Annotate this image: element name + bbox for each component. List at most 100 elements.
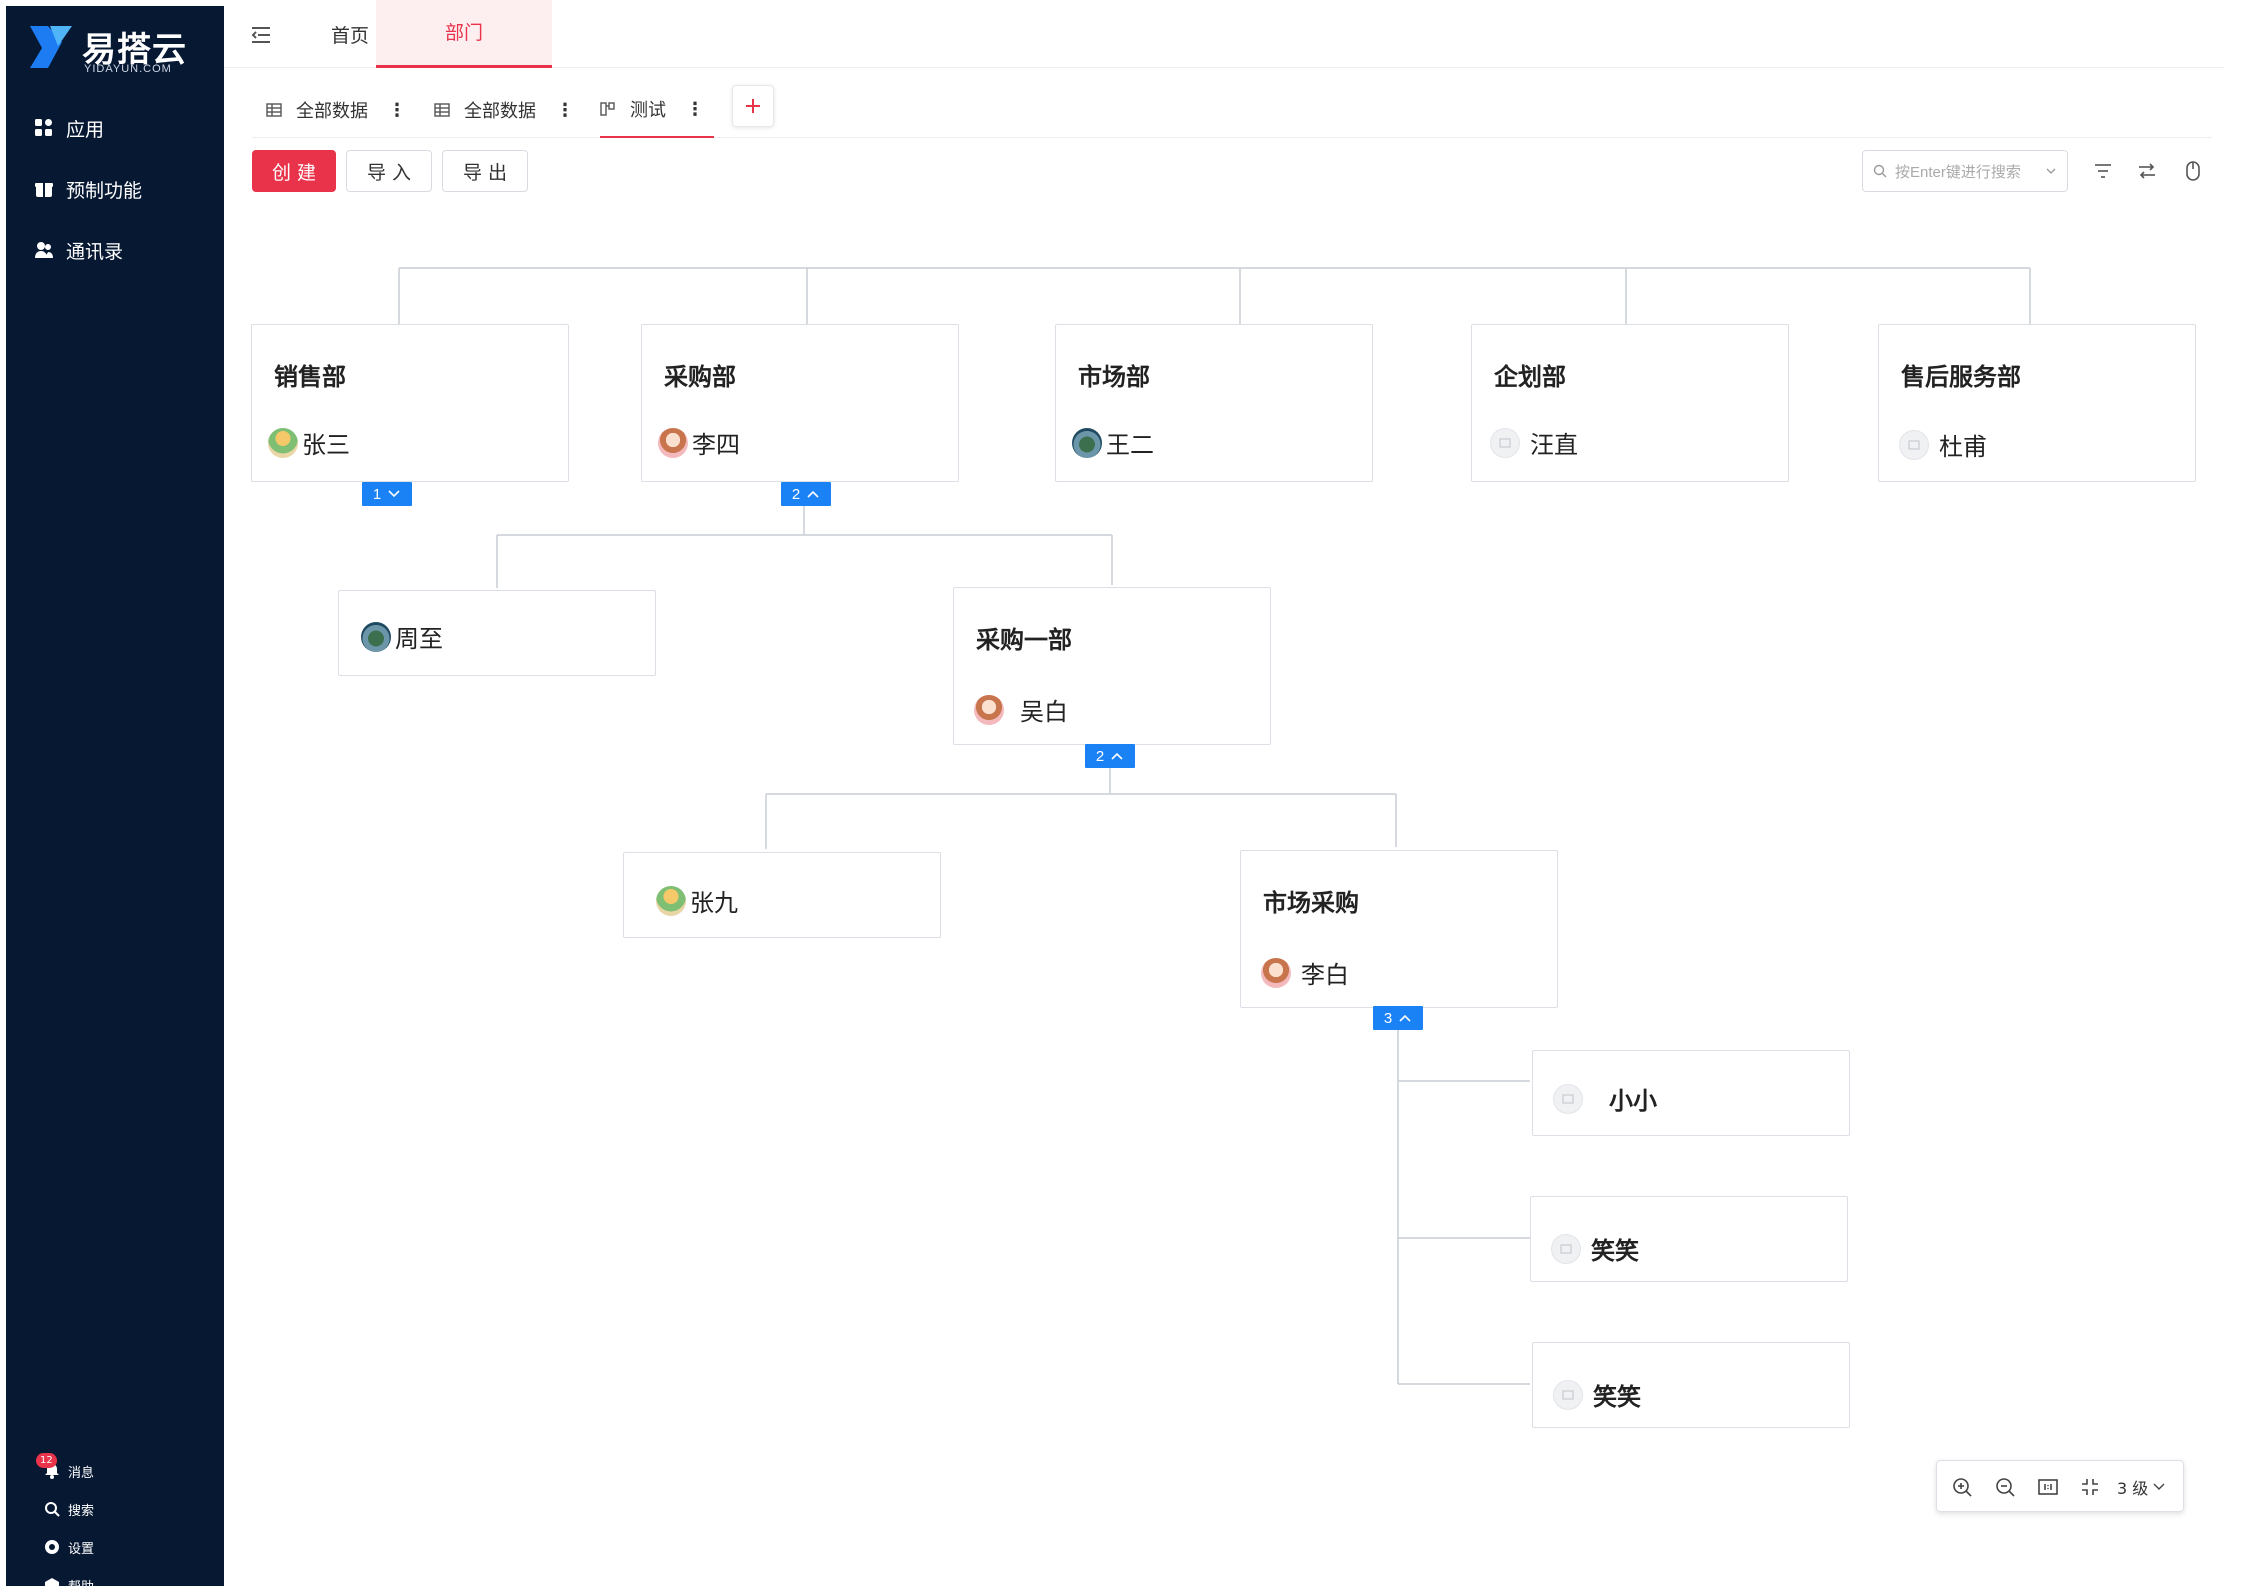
sidebar-item-label: 应用 [66, 118, 105, 141]
org-node-planning[interactable]: 企划部 汪直 [1471, 324, 1789, 482]
avatar [268, 427, 298, 458]
search-placeholder: 按Enter键进行搜索 [1895, 163, 2021, 181]
zoom-out-icon[interactable] [1994, 1476, 2016, 1498]
department-name: 市场采购 [1263, 889, 1359, 917]
chevron-down-icon [388, 490, 400, 498]
more-icon[interactable]: ⋮ [686, 98, 704, 120]
department-leader: 吴白 [974, 692, 1068, 727]
export-button[interactable]: 导 出 [442, 150, 528, 192]
department-leader: 张三 [268, 425, 350, 460]
gear-icon [45, 1540, 59, 1554]
mouse-icon[interactable] [2182, 160, 2204, 182]
sidebar-bottom-label: 设置 [68, 1541, 95, 1557]
avatar-placeholder-icon [1553, 1083, 1583, 1114]
table-icon [266, 103, 282, 117]
org-node-purchase-1[interactable]: 采购一部 吴白 [953, 587, 1271, 745]
org-node-market-purchase[interactable]: 市场采购 李白 [1240, 850, 1558, 1008]
member-name: 张九 [690, 889, 738, 917]
zoom-controls: 3 级 [1936, 1460, 2184, 1512]
level-label: 3 级 [2117, 1479, 2149, 1498]
view-tab-test[interactable]: 测试 ⋮ [600, 82, 714, 138]
avatar [658, 427, 688, 458]
sidebar-bottom-label: 帮助 [68, 1579, 95, 1588]
zoom-in-icon[interactable] [1951, 1476, 1973, 1498]
logo[interactable]: 易搭云 YIDAYUN.COM [28, 22, 208, 82]
department-name: 采购部 [664, 363, 736, 391]
logo-subtext: YIDAYUN.COM [84, 63, 172, 75]
sidebar-item-messages[interactable]: 12 消息 [36, 1453, 95, 1484]
org-node-sales[interactable]: 销售部 张三 [251, 324, 569, 482]
department-name: 销售部 [274, 363, 346, 391]
grid-icon [35, 119, 52, 136]
actual-size-icon[interactable] [2037, 1476, 2059, 1498]
view-tab-all-data-1[interactable]: 全部数据 ⋮ [266, 82, 406, 138]
org-node-member-zhouzhi[interactable]: 周至 [338, 590, 656, 676]
collapse-toggle-market-purchase[interactable]: 3 [1373, 1006, 1423, 1030]
avatar-placeholder-icon [1490, 427, 1520, 458]
import-button[interactable]: 导 入 [346, 150, 432, 192]
department-name: 售后服务部 [1901, 363, 2021, 391]
view-tab-label: 全部数据 [296, 101, 368, 122]
more-icon[interactable]: ⋮ [556, 99, 574, 121]
org-node-member-xiaoxiao-2[interactable]: 笑笑 [1530, 1196, 1848, 1282]
sidebar-item-apps[interactable]: 应用 [34, 113, 104, 143]
more-icon[interactable]: ⋮ [388, 99, 406, 121]
search-input[interactable]: 按Enter键进行搜索 [1862, 150, 2068, 192]
add-view-button[interactable] [732, 85, 774, 127]
tab-home[interactable]: 首页 [310, 0, 390, 68]
collapse-toggle-sales[interactable]: 1 [362, 482, 412, 506]
org-node-market[interactable]: 市场部 王二 [1055, 324, 1373, 482]
org-node-member-xiaoxiao-3[interactable]: 笑笑 [1532, 1342, 1850, 1428]
tab-department[interactable]: 部门 [376, 0, 552, 68]
avatar-placeholder-icon [1551, 1233, 1581, 1264]
chevron-up-icon [807, 490, 819, 498]
org-node-purchase[interactable]: 采购部 李四 [641, 324, 959, 482]
department-leader: 汪直 [1490, 425, 1578, 460]
leader-name: 李四 [692, 431, 740, 459]
leader-name: 吴白 [1020, 698, 1068, 726]
sidebar-item-label: 通讯录 [66, 240, 124, 263]
sidebar-item-search[interactable]: 搜索 [44, 1496, 94, 1522]
table-icon [434, 103, 450, 117]
help-icon [45, 1578, 59, 1588]
view-tab-all-data-2[interactable]: 全部数据 ⋮ [434, 82, 574, 138]
filter-icon[interactable] [2092, 160, 2114, 182]
fit-screen-icon[interactable] [2079, 1476, 2101, 1498]
bell-wrapper: 12 [36, 1453, 68, 1479]
avatar [1261, 957, 1291, 988]
search-icon [45, 1502, 60, 1517]
tab-department-label: 部门 [444, 22, 483, 44]
users-icon [35, 242, 53, 258]
member: 张九 [656, 883, 738, 918]
sidebar-item-label: 预制功能 [66, 179, 143, 202]
collapse-toggle-purchase-1[interactable]: 2 [1085, 744, 1135, 768]
leader-name: 张三 [302, 431, 350, 459]
collapse-toggle-purchase[interactable]: 2 [781, 482, 831, 506]
member-name: 笑笑 [1593, 1383, 1641, 1411]
department-leader: 王二 [1072, 425, 1154, 460]
chevron-up-icon [1111, 752, 1123, 760]
department-leader: 李四 [658, 425, 740, 460]
avatar-placeholder-icon [1553, 1379, 1583, 1410]
sort-icon[interactable] [2136, 160, 2158, 182]
org-node-member-xiaoxiao[interactable]: 小小 [1532, 1050, 1850, 1136]
sidebar-bottom-label: 消息 [68, 1465, 95, 1481]
org-node-member-zhangjiu[interactable]: 张九 [623, 852, 941, 938]
create-button[interactable]: 创 建 [252, 150, 336, 192]
leader-name: 汪直 [1530, 431, 1578, 459]
sidebar-item-prebuilt[interactable]: 预制功能 [34, 174, 142, 204]
department-leader: 杜甫 [1899, 427, 1987, 462]
member: 周至 [361, 619, 443, 654]
search-icon [1873, 164, 1887, 178]
sidebar-item-contacts[interactable]: 通讯录 [34, 235, 123, 265]
plus-icon [746, 99, 760, 113]
org-node-aftersales[interactable]: 售后服务部 杜甫 [1878, 324, 2196, 482]
sidebar-item-help[interactable]: 帮助 [44, 1572, 94, 1588]
child-count: 2 [1095, 747, 1105, 765]
sidebar-item-settings[interactable]: 设置 [44, 1534, 94, 1560]
department-name: 采购一部 [976, 626, 1072, 654]
level-select[interactable]: 3 级 [2117, 1475, 2166, 1499]
view-tab-label: 全部数据 [464, 101, 536, 122]
menu-toggle-icon[interactable] [250, 24, 272, 46]
view-tab-bar: 全部数据 ⋮ 全部数据 ⋮ 测试 ⋮ [252, 82, 2212, 138]
